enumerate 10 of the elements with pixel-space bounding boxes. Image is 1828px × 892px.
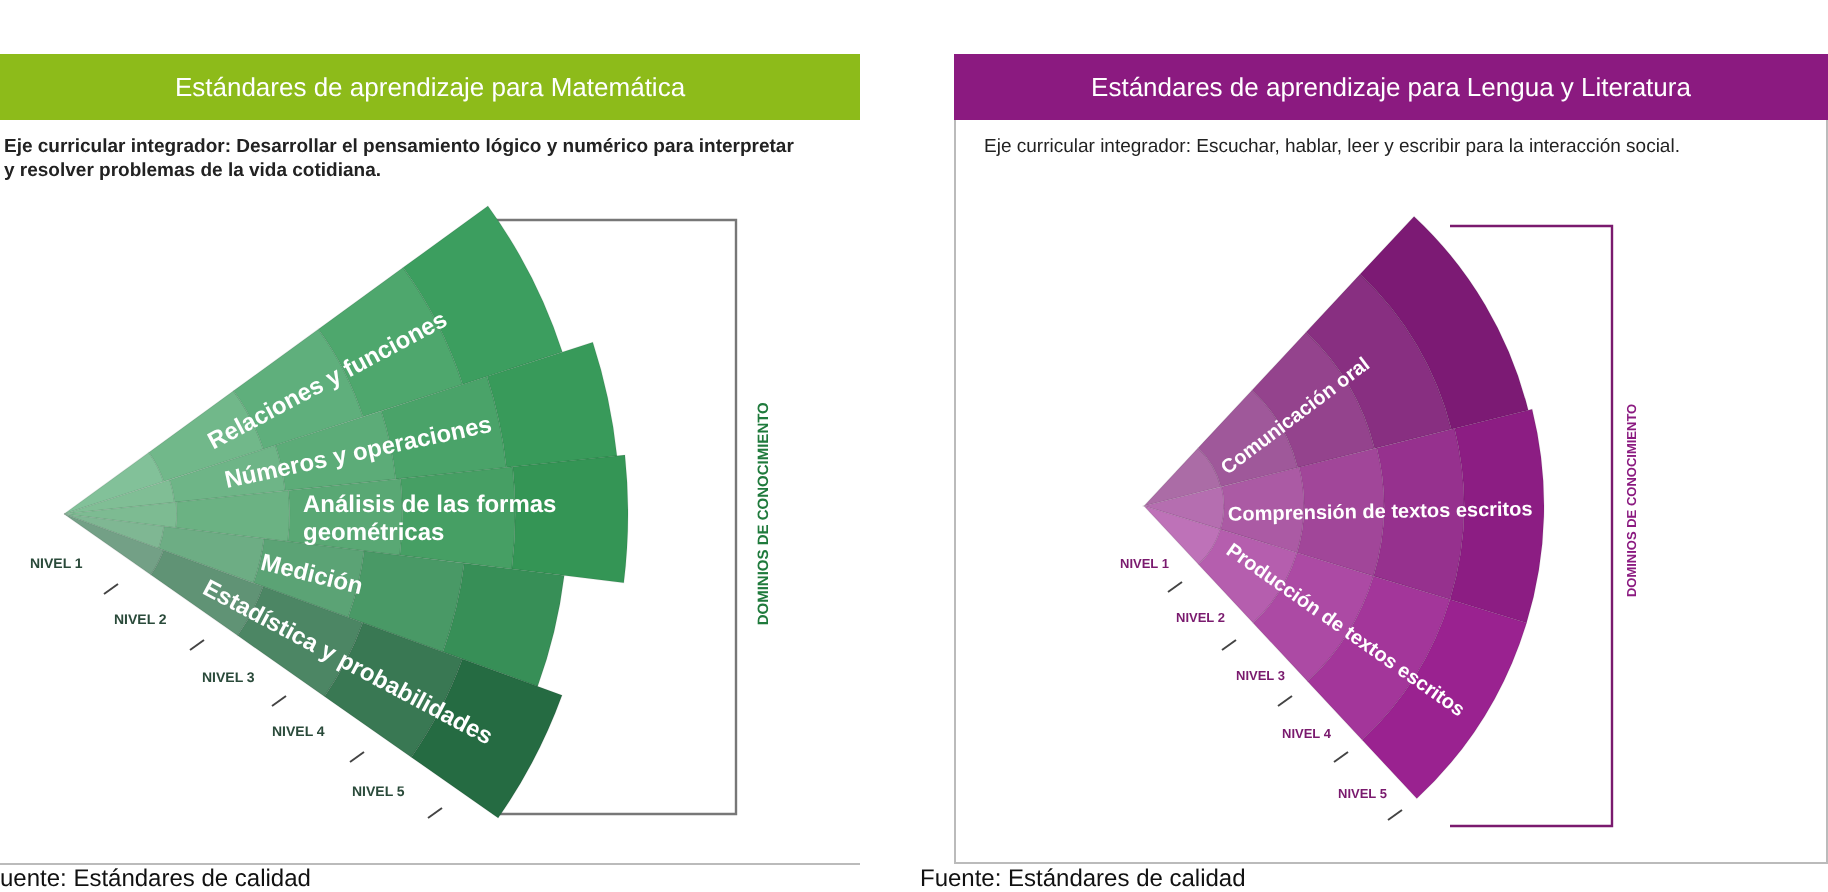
source-note: Fuente: Estándares de calidad <box>920 866 1246 890</box>
subtitle: Eje curricular integrador: Escuchar, hablar, leer y escribir para la interacción social. <box>984 136 1682 161</box>
header-title: Estándares de aprendizaje para Matemática <box>174 72 686 102</box>
header-bar <box>0 54 860 120</box>
source-note: uente: Estándares de calidad <box>0 866 311 890</box>
header-title: Estándares de aprendizaje para Lengua y Literatura <box>1091 72 1691 102</box>
sector-label: Comprensión de textos escritos <box>1227 498 1533 526</box>
header-bar <box>954 54 1828 120</box>
subtitle: Eje curricular integrador: Desarrollar el pensamiento lógico y numérico para interpretar y resolver problemas de la vida cotidiana. <box>4 136 796 186</box>
sector-label: Análisis de las formas geométricas <box>302 489 593 546</box>
